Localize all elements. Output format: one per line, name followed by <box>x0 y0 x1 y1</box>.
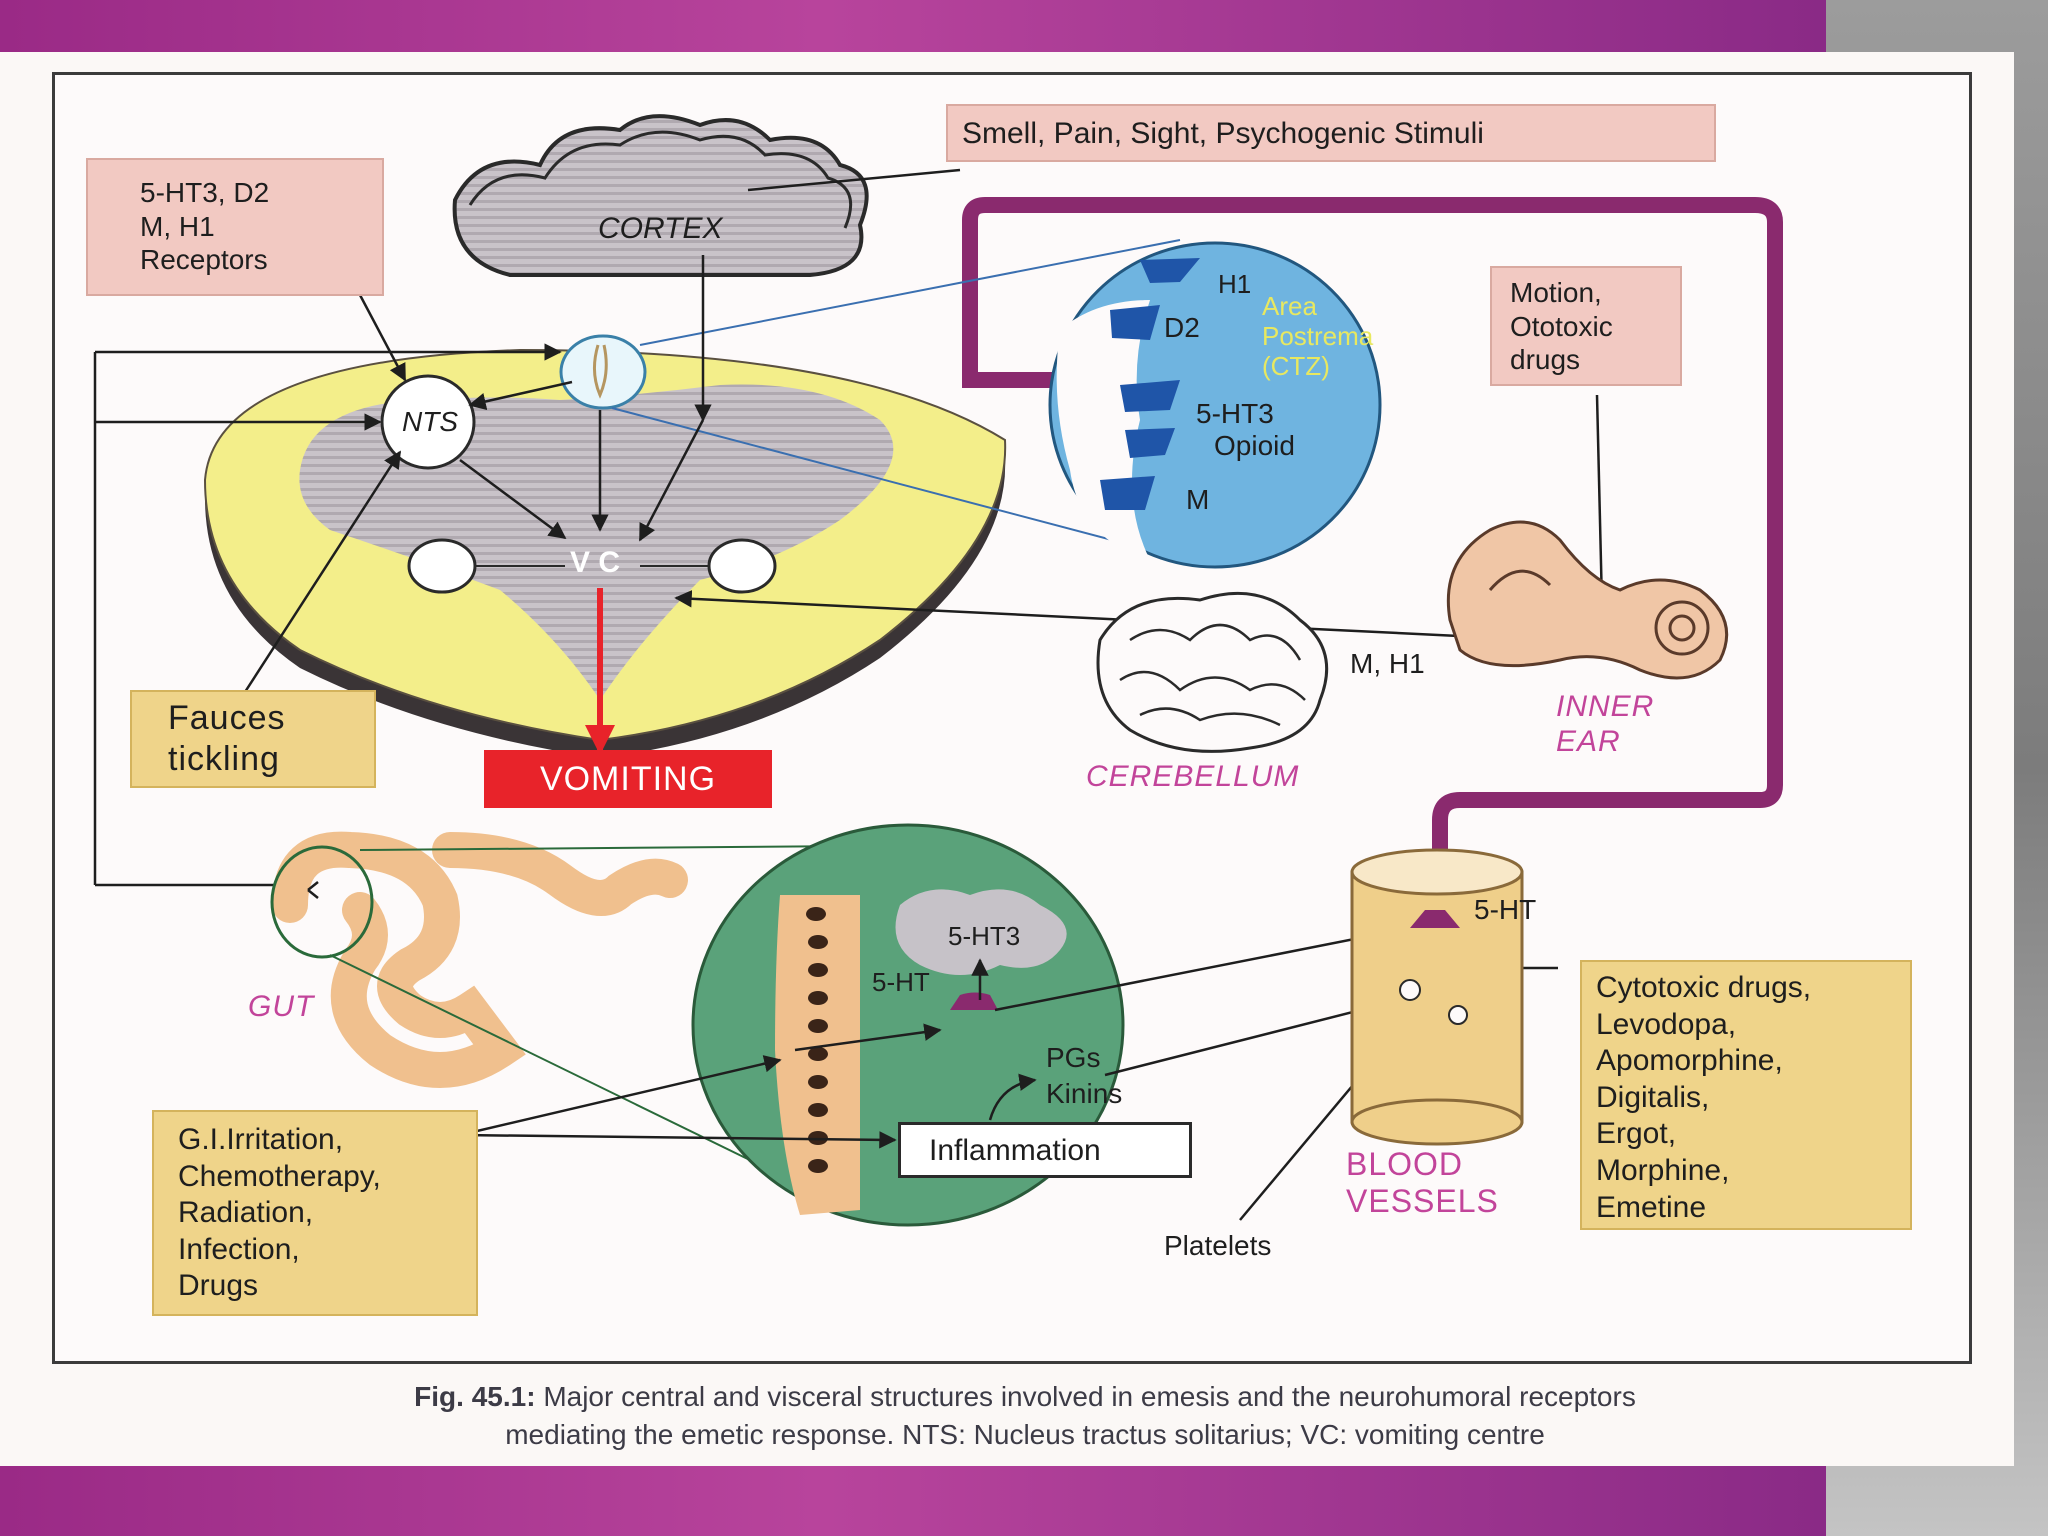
blood-vessel <box>1350 848 1524 1146</box>
bottom-purple-band <box>0 1466 1826 1536</box>
motion-box: Motion, Ototoxic drugs <box>1490 266 1682 386</box>
caption-line-2: mediating the emetic response. NTS: Nucl… <box>505 1418 1545 1450</box>
gut-label: GUT <box>248 990 315 1023</box>
top-purple-band <box>0 0 1826 52</box>
ctz-detail <box>1048 241 1382 569</box>
inflammation-box: Inflammation <box>898 1122 1192 1178</box>
cytotoxic-box: Cytotoxic drugs, Levodopa, Apomorphine, … <box>1580 960 1912 1230</box>
gut-pgs: PGs <box>1046 1042 1101 1073</box>
inner-ear <box>1446 520 1729 680</box>
cortex <box>452 114 869 277</box>
area-postrema-label: Area Postrema (CTZ) <box>1262 291 1374 381</box>
stimuli-box: Smell, Pain, Sight, Psychogenic Stimuli <box>946 104 1716 162</box>
nts-node <box>380 374 476 470</box>
receptors-box: 5-HT3, D2 M, H1 Receptors <box>86 158 384 296</box>
vc-label: V C <box>570 546 621 579</box>
vomiting-box: VOMITING <box>484 750 772 808</box>
blood-pathway <box>962 197 1783 872</box>
area-postrema-small <box>559 334 647 410</box>
cortex-label: CORTEX <box>598 212 723 245</box>
ctz-d2: D2 <box>1164 312 1200 343</box>
gi-box: G.I.Irritation, Chemotherapy, Radiation,… <box>152 1110 478 1316</box>
gut <box>270 831 688 1088</box>
ctz-opioid: Opioid <box>1214 430 1295 461</box>
caption-fig-label: Fig. 45.1: <box>414 1381 536 1412</box>
gut-5ht3: 5-HT3 <box>948 921 1021 951</box>
ctz-h1: H1 <box>1218 269 1252 299</box>
cerebellum-label: CEREBELLUM <box>1086 760 1300 793</box>
figure-caption: Fig. 45.1: Major central and visceral st… <box>100 1378 1950 1454</box>
nts-label: NTS <box>402 406 458 437</box>
fauces-box: Fauces tickling <box>130 690 376 788</box>
gut-5ht: 5-HT <box>872 967 930 997</box>
blood-5ht: 5-HT <box>1474 894 1537 925</box>
cerebellum-receptors: M, H1 <box>1350 648 1425 679</box>
gut-kinins: Kinins <box>1046 1078 1123 1109</box>
ctz-5ht3: 5-HT3 <box>1196 398 1274 429</box>
cerebellum <box>1096 591 1329 753</box>
brain-arrows <box>95 255 1611 640</box>
ctz-m: M <box>1186 484 1210 515</box>
inner-ear-label: INNER EAR <box>1556 690 1655 758</box>
caption-line-1: Major central and visceral structures in… <box>543 1381 1636 1412</box>
platelets-label: Platelets <box>1164 1230 1272 1261</box>
blood-vessels-label: BLOOD VESSELS <box>1346 1146 1499 1219</box>
